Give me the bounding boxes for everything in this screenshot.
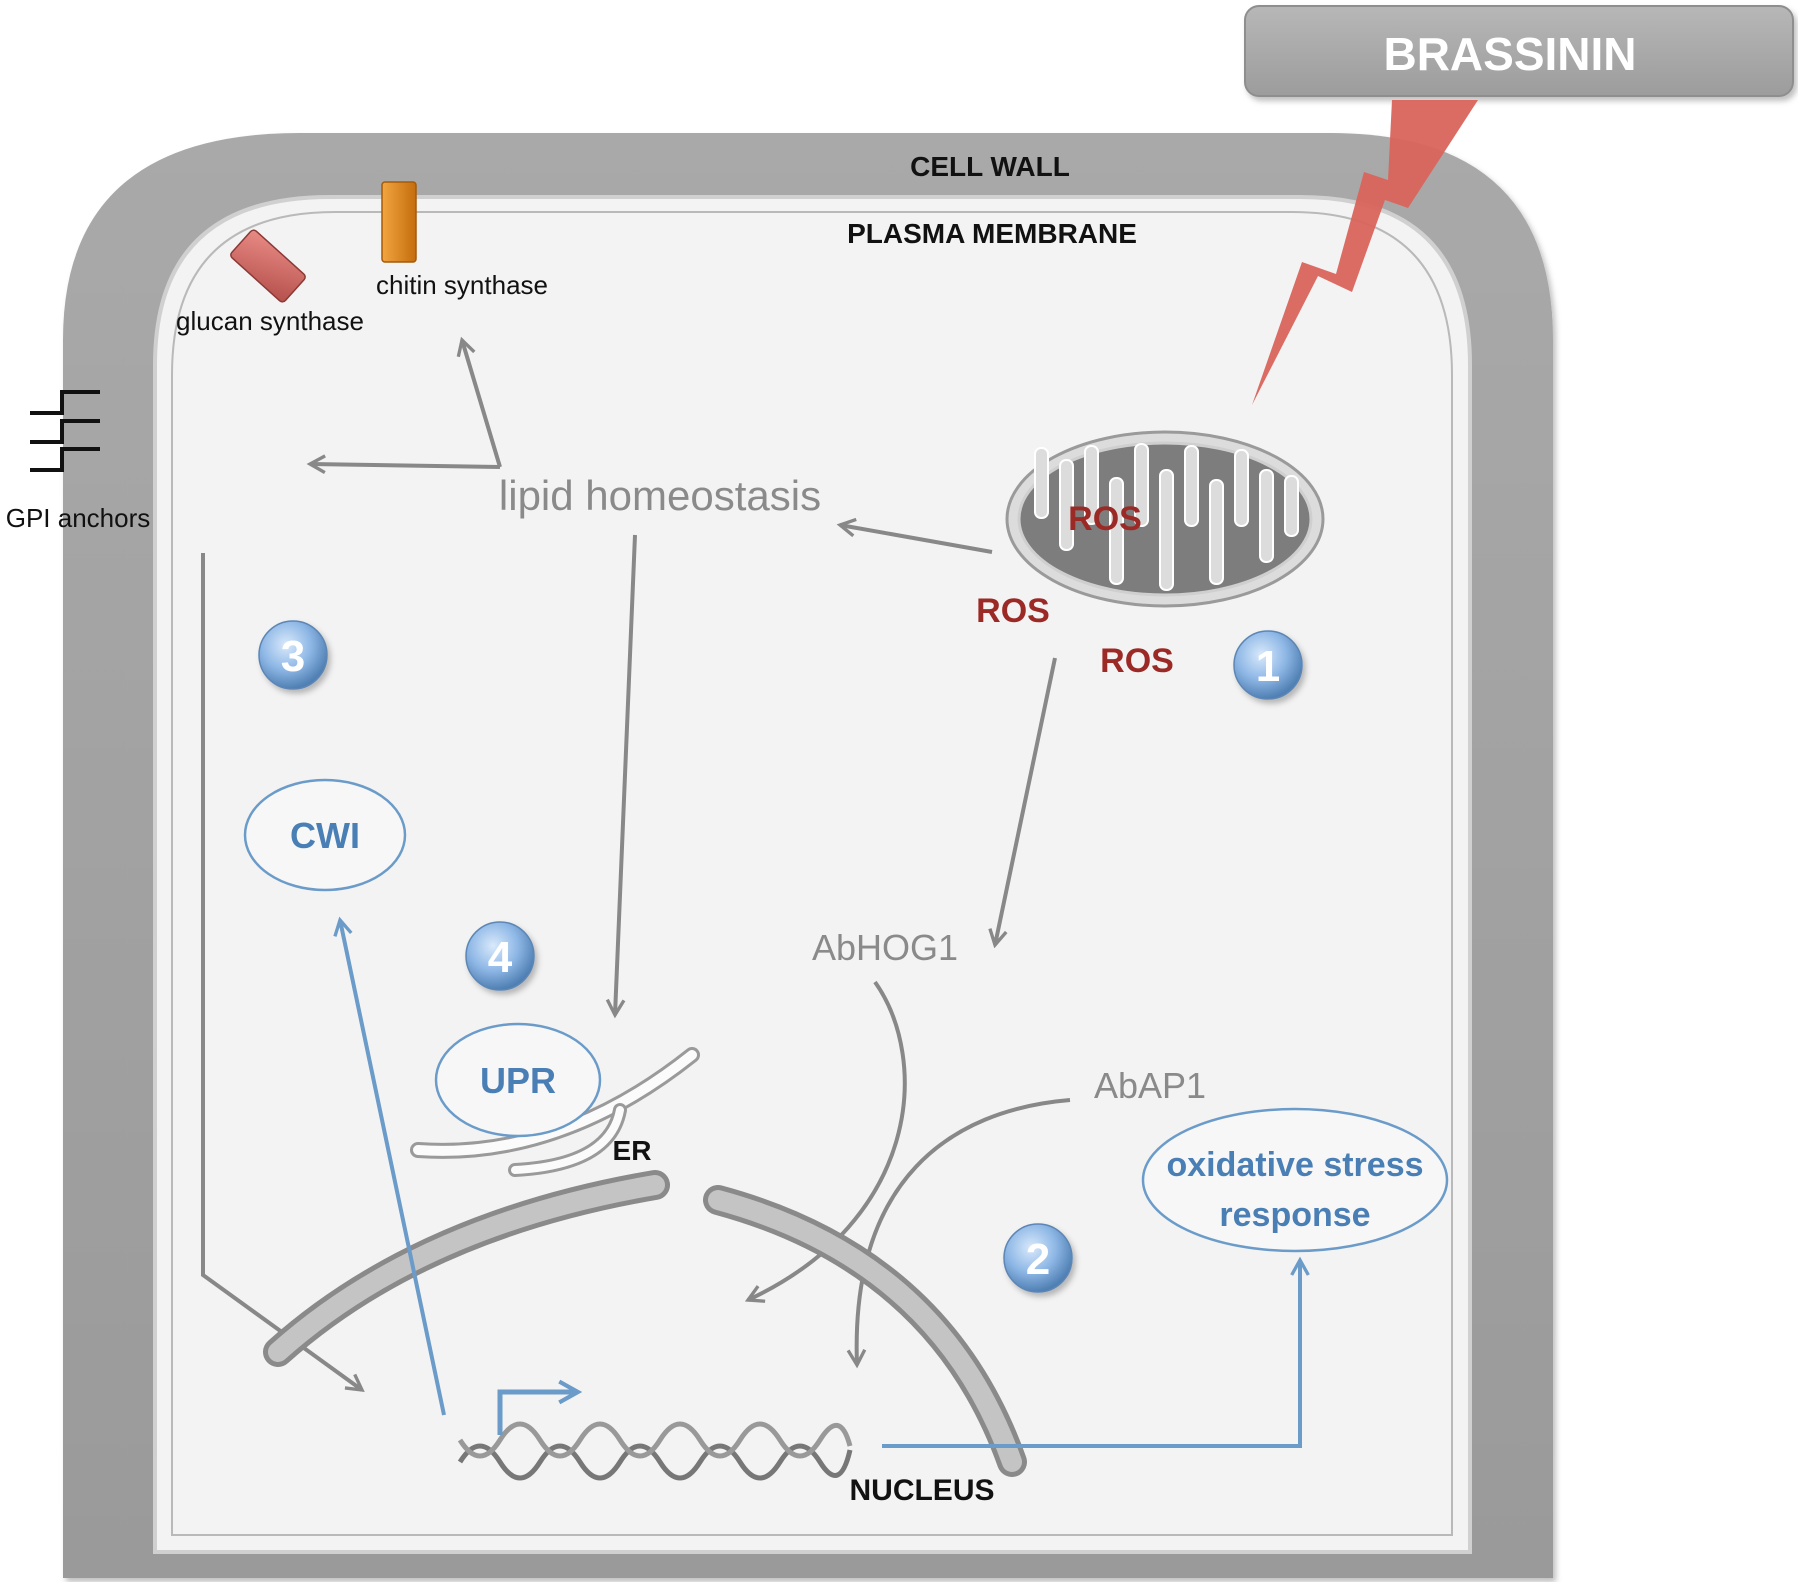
- oxidative-stress-response: oxidative stress response: [1141, 1107, 1449, 1253]
- arrow-lipid-to-er: [615, 534, 637, 1015]
- badge-3-label: 3: [281, 632, 305, 681]
- mitochondrion-icon: ROS: [1005, 430, 1325, 608]
- badge-4: 4: [465, 921, 535, 991]
- arrow-abhog1-to-nucleus: [748, 980, 907, 1300]
- nuclear-envelope: [263, 1170, 1027, 1477]
- brassinin-title: BRASSININ: [1383, 28, 1636, 80]
- chitin-synthase-icon: [381, 181, 417, 263]
- upr-response: UPR: [434, 1022, 602, 1138]
- brassinin-box: BRASSININ: [1244, 5, 1794, 97]
- oxidative-label-line2: response: [1219, 1196, 1370, 1234]
- ros-label-2: ROS: [1100, 642, 1174, 680]
- badge-1-label: 1: [1256, 642, 1280, 691]
- arrow-ros-to-abhog1: [995, 657, 1057, 945]
- blue-arrows: [340, 920, 1300, 1448]
- cwi-label: CWI: [290, 815, 360, 856]
- membrane-inner-line: [171, 211, 1453, 1536]
- nucleus-label: NUCLEUS: [849, 1474, 994, 1507]
- arrow-lipid-to-synthases: [462, 340, 502, 468]
- badge-1: 1: [1233, 630, 1303, 700]
- lipid-homeostasis-label: lipid homeostasis: [499, 472, 821, 519]
- glucan-synthase-icon: [230, 229, 306, 303]
- arrow-membrane-to-nucleus: [201, 553, 362, 1390]
- badge-2: 2: [1003, 1223, 1073, 1293]
- abap1-label: AbAP1: [1094, 1065, 1206, 1106]
- badge-3: 3: [258, 620, 328, 690]
- lightning-bolt-icon: [1252, 100, 1478, 405]
- badge-4-label: 4: [488, 933, 513, 982]
- gpi-anchor-icon: [30, 390, 100, 472]
- cell-wall-label: CELL WALL: [910, 151, 1070, 182]
- glucan-synthase-label: glucan synthase: [176, 306, 364, 336]
- ros-mito-label: ROS: [1068, 500, 1142, 538]
- abhog1-label: AbHOG1: [812, 927, 958, 968]
- er-label: ER: [613, 1135, 652, 1166]
- dna-helix-icon: [457, 1421, 853, 1481]
- upr-label: UPR: [480, 1060, 556, 1101]
- chitin-synthase-label: chitin synthase: [376, 270, 548, 300]
- transcription-start-arrow: [497, 1392, 578, 1435]
- endoplasmic-reticulum: [410, 1047, 700, 1177]
- arrow-dna-to-cwi: [340, 920, 446, 1416]
- arrow-abap1-to-nucleus: [857, 1098, 1071, 1365]
- plasma-membrane-label: PLASMA MEMBRANE: [847, 218, 1137, 249]
- arrow-dna-to-oxidative: [882, 1260, 1300, 1448]
- ros-label-1: ROS: [976, 592, 1050, 630]
- gpi-anchors-label: GPI anchors: [6, 503, 151, 533]
- cwi-response: CWI: [243, 778, 407, 892]
- arrow-mito-to-lipid: [840, 525, 993, 554]
- grey-arrows: [201, 340, 1071, 1390]
- arrow-lipid-to-membrane: [310, 464, 501, 467]
- badge-2-label: 2: [1026, 1235, 1050, 1284]
- oxidative-label-line1: oxidative stress: [1166, 1146, 1423, 1184]
